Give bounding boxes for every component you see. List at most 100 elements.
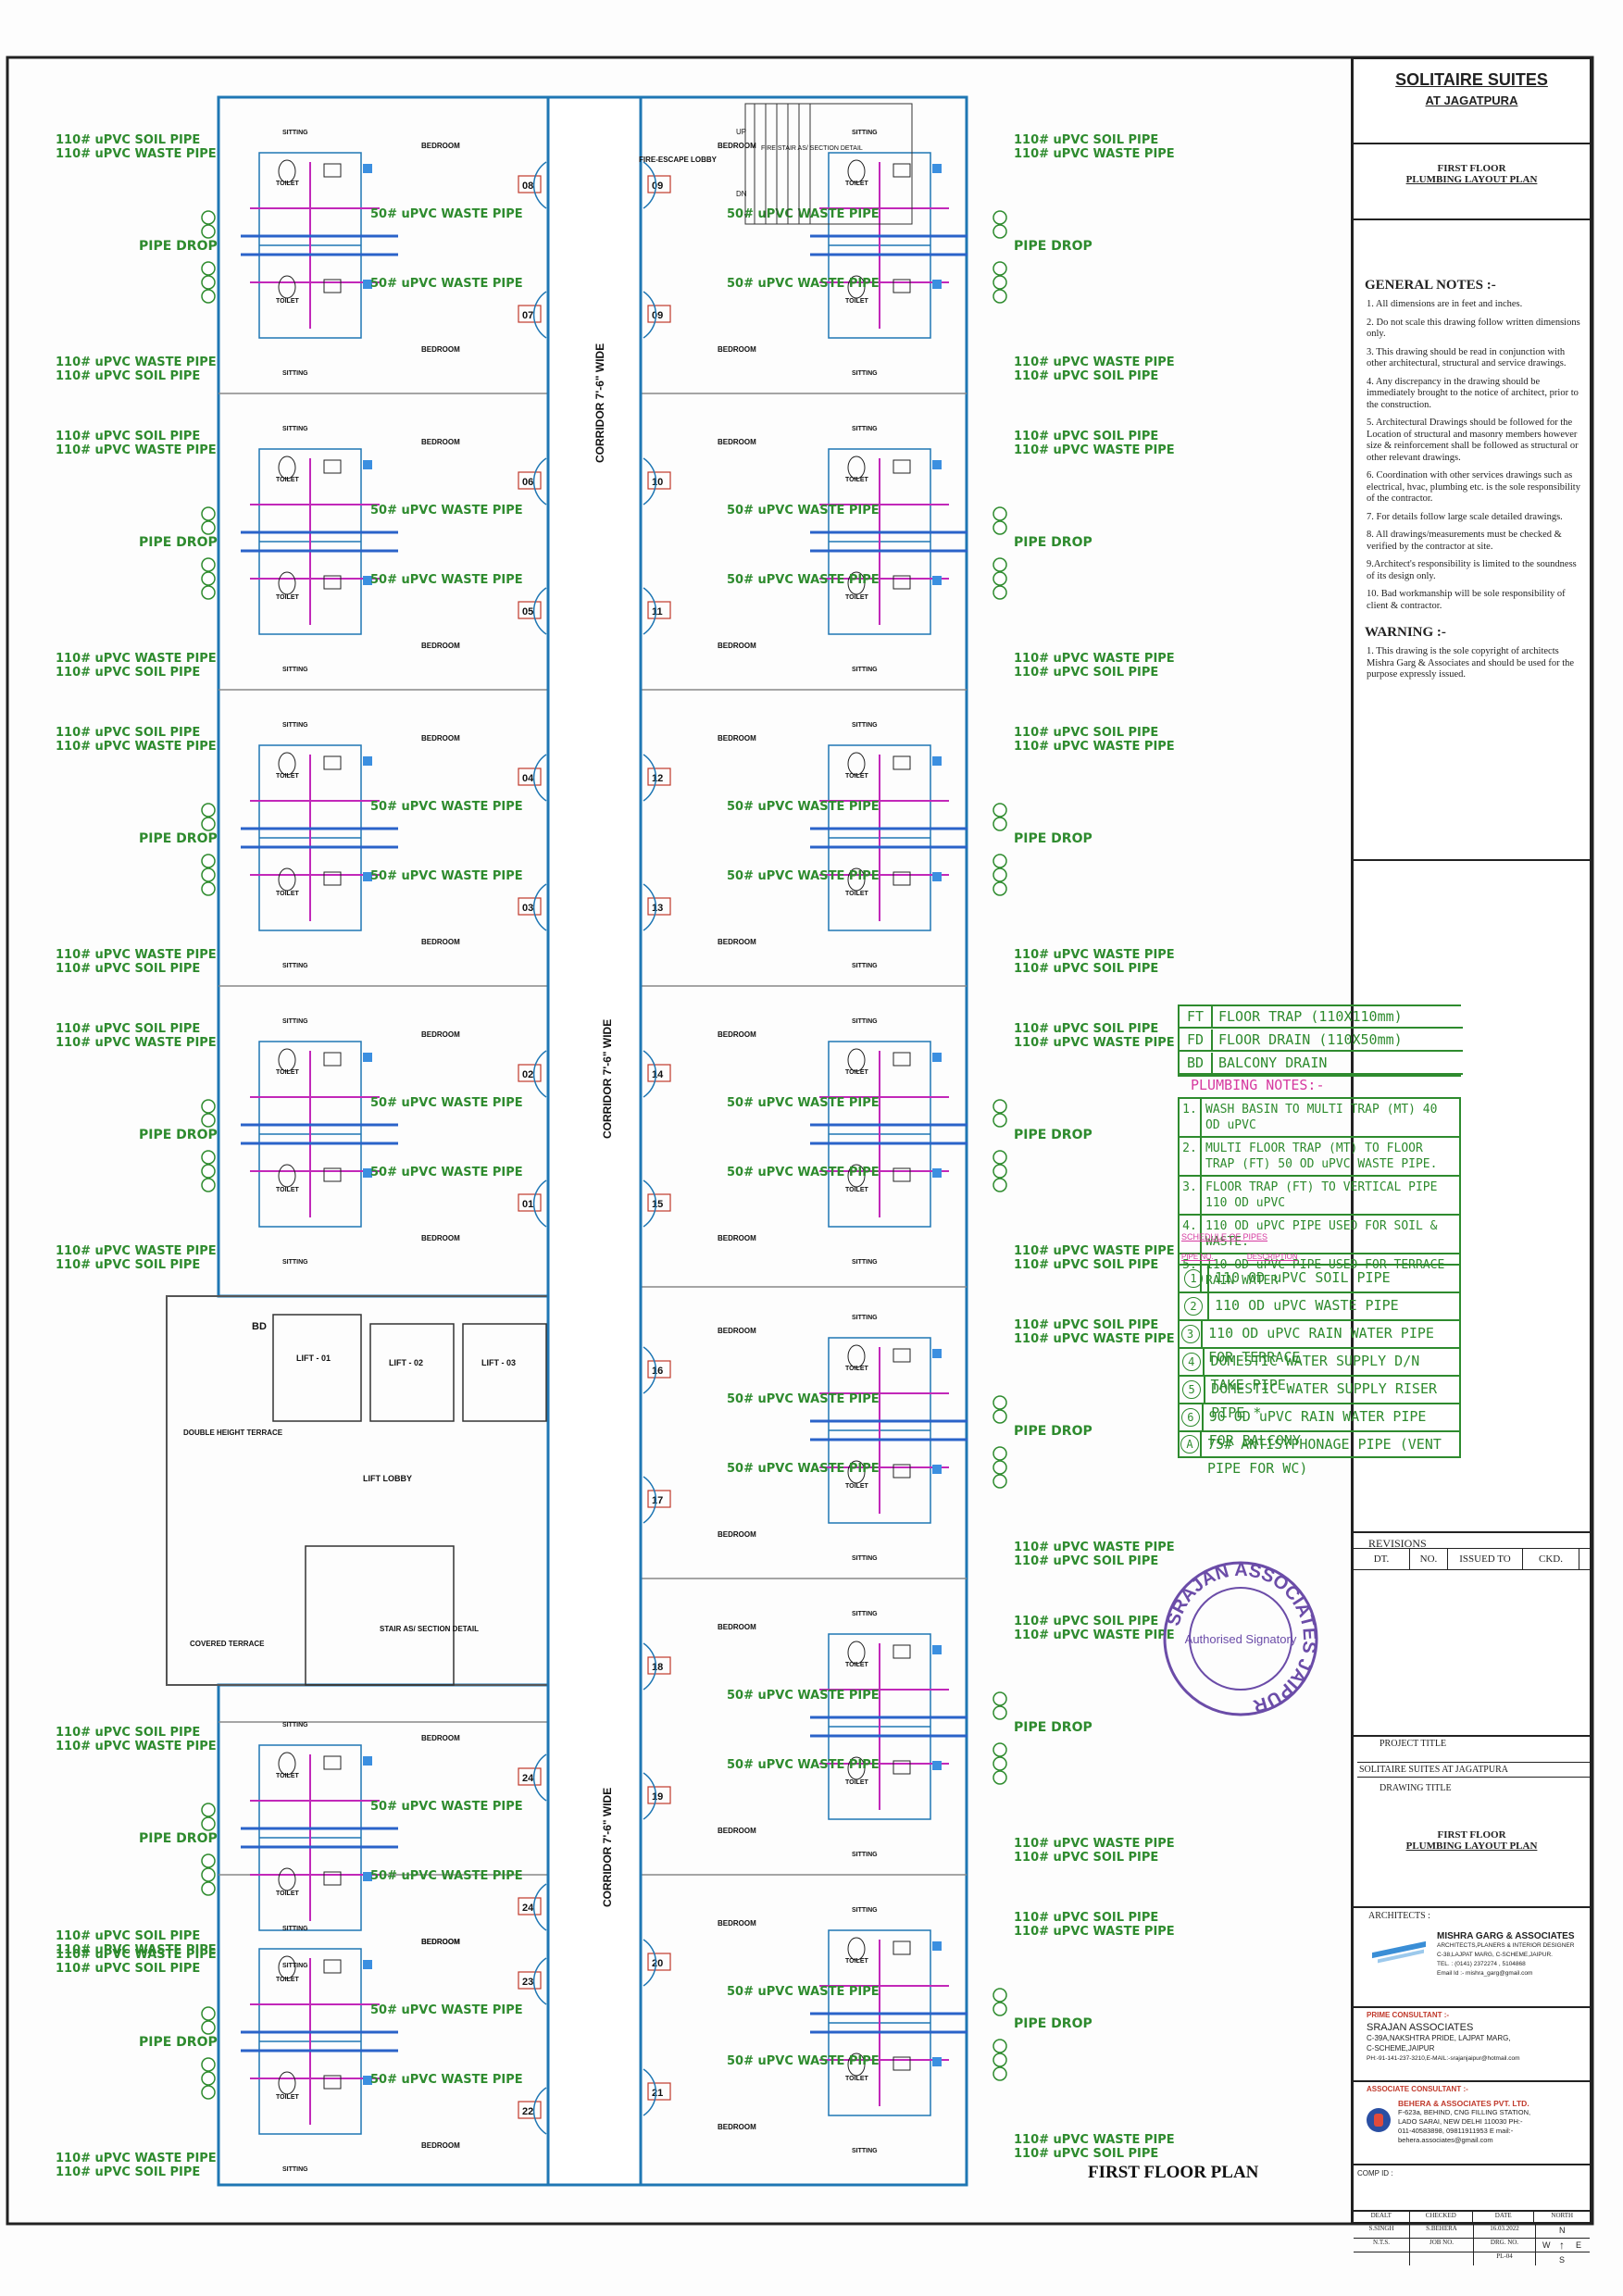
north-compass: N E S W ↑	[1542, 2226, 1589, 2268]
compass-n: N	[1559, 2226, 1566, 2235]
pipe-drop-label: PIPE DROP	[139, 535, 218, 550]
prime-consultant-details: SRAJAN ASSOCIATES C-39A,NAKSHTRA PRIDE, …	[1367, 2023, 1590, 2064]
waste-50-label: 50# uPVC WASTE PIPE	[727, 1985, 880, 1999]
soil-pipe-label: 110# uPVC SOIL PIPE	[1014, 430, 1158, 443]
waste-50-label: 50# uPVC WASTE PIPE	[727, 504, 880, 518]
pipe-drop-label: PIPE DROP	[1014, 831, 1092, 846]
waste-pipe-label: 110# uPVC WASTE PIPE	[1014, 1541, 1175, 1554]
pipe-callout-icon	[993, 210, 1007, 225]
pipe-callout-icon	[201, 224, 216, 239]
unit-number: 20	[652, 1958, 663, 1969]
bedroom-label: BEDROOM	[718, 1030, 756, 1039]
sitting-label: SITTING	[282, 722, 308, 729]
pipe-description: 75# ANTISYPHONAGE PIPE (VENT PIPE FOR WC…	[1207, 1436, 1442, 1477]
soil-pipe-label: 110# uPVC SOIL PIPE	[56, 666, 200, 680]
corridor-label: CORRIDOR 7'-6" WIDE	[601, 1019, 614, 1139]
unit-number: 06	[522, 477, 533, 488]
waste-50-label: 50# uPVC WASTE PIPE	[370, 573, 523, 587]
waste-50-label: 50# uPVC WASTE PIPE	[727, 277, 880, 291]
covered-terrace-label: COVERED TERRACE	[190, 1640, 265, 1648]
sitting-label: SITTING	[852, 1555, 878, 1562]
unit-number: 05	[522, 606, 533, 618]
revision-column-header: DT.	[1354, 1549, 1410, 1569]
job-label: JOB NO.	[1410, 2239, 1474, 2252]
bedroom-label: BEDROOM	[421, 142, 460, 150]
unit-number: 04	[522, 773, 534, 784]
unit-number: 17	[652, 1495, 663, 1506]
waste-50-label: 50# uPVC WASTE PIPE	[727, 1689, 880, 1703]
dn-label: DN	[736, 190, 747, 198]
drawing-title-line2: PLUMBING LAYOUT PLAN	[1405, 1841, 1538, 1852]
bedroom-label: BEDROOM	[718, 734, 756, 742]
pipe-callout-icon	[201, 557, 216, 572]
pipe-callout-icon	[201, 261, 216, 276]
pipe-callout-icon	[993, 1460, 1007, 1475]
sitting-label: SITTING	[852, 963, 878, 969]
bedroom-label: BEDROOM	[718, 438, 756, 446]
unit-pair: 0605BEDROOMBEDROOMSITTINGSITTINGTOILETTO…	[201, 426, 547, 673]
associate-consultant-name: BEHERA & ASSOCIATES PVT. LTD.	[1398, 2099, 1529, 2108]
sitting-label: SITTING	[282, 667, 308, 673]
project-title-label: PROJECT TITLE	[1380, 1739, 1447, 1749]
plumbing-note-item: 2.MULTI FLOOR TRAP (MT) TO FLOOR TRAP (F…	[1178, 1136, 1461, 1175]
waste-50-label: 50# uPVC WASTE PIPE	[727, 573, 880, 587]
toilet-label: TOILET	[845, 181, 868, 187]
checked-label: CHECKED	[1410, 2212, 1473, 2224]
prime-consultant-phone: PH:-91-141-237-3210,E-MAIL:-srajanjaipur…	[1367, 2055, 1520, 2062]
plumbing-note-number: 2.	[1180, 1138, 1202, 1175]
sitting-label: SITTING	[282, 1722, 308, 1728]
plumbing-note-text: MULTI FLOOR TRAP (MT) TO FLOOR TRAP (FT)…	[1205, 1142, 1438, 1171]
sitting-label: SITTING	[282, 1259, 308, 1266]
lift-core	[272, 1314, 547, 1686]
soil-pipe-label: 110# uPVC SOIL PIPE	[1014, 369, 1158, 383]
toilet-label: TOILET	[845, 1779, 868, 1786]
associate-email: behera.associates@gmail.com	[1398, 2136, 1493, 2144]
bd-label: BD	[252, 1321, 267, 1332]
pipe-callout-icon	[201, 1178, 216, 1192]
pipe-callout-icon	[201, 1853, 216, 1868]
corridor-label: CORRIDOR 7'-6" WIDE	[593, 343, 606, 463]
waste-pipe-label: 110# uPVC WASTE PIPE	[56, 1740, 217, 1753]
checked-value: S.BEHERA	[1410, 2225, 1474, 2238]
dealt-value: S.SINGH	[1354, 2225, 1410, 2238]
soil-pipe-label: 110# uPVC SOIL PIPE	[56, 1929, 200, 1943]
bedroom-label: BEDROOM	[718, 938, 756, 946]
corridor	[546, 95, 643, 2187]
unit-number: 14	[652, 1069, 664, 1080]
soil-pipe-label: 110# uPVC SOIL PIPE	[56, 1258, 200, 1272]
sitting-label: SITTING	[282, 2166, 308, 2173]
waste-50-label: 50# uPVC WASTE PIPE	[727, 869, 880, 883]
associate-logo	[1367, 2108, 1391, 2132]
pipe-number-icon: 4	[1180, 1349, 1205, 1375]
warning-text: 1. This drawing is the sole copyright of…	[1367, 646, 1575, 680]
sitting-label: SITTING	[852, 1611, 878, 1617]
drawing-header: FIRST FLOOR PLUMBING LAYOUT PLAN	[1354, 144, 1590, 220]
soil-pipe-label: 110# uPVC SOIL PIPE	[56, 1022, 200, 1036]
architect-logo	[1372, 1936, 1428, 1964]
pipe-callout-icon	[993, 1756, 1007, 1771]
toilet-label: TOILET	[845, 1187, 868, 1193]
pipe-callout-icon	[993, 1099, 1007, 1114]
pipe-description: 110 OD uPVC WASTE PIPE	[1215, 1297, 1399, 1314]
revisions-heading: REVISIONS	[1368, 1537, 1427, 1550]
unit-number: 13	[652, 903, 663, 914]
drawing-title: FIRST FLOOR	[1437, 163, 1506, 174]
prime-consultant-address-1: C-39A,NAKSHTRA PRIDE, LAJPAT MARG,	[1367, 2034, 1511, 2042]
general-note-item: 4. Any discrepancy in the drawing should…	[1367, 376, 1579, 410]
unit-pair: 1213BEDROOMBEDROOMSITTINGSITTINGTOILETTO…	[643, 722, 1007, 969]
soil-pipe-label: 110# uPVC SOIL PIPE	[1014, 1911, 1158, 1925]
sitting-label: SITTING	[852, 1907, 878, 1914]
compass-w: W	[1542, 2240, 1551, 2250]
waste-pipe-label: 110# uPVC WASTE PIPE	[56, 443, 217, 457]
soil-pipe-label: 110# uPVC SOIL PIPE	[1014, 1022, 1158, 1036]
waste-pipe-label: 110# uPVC WASTE PIPE	[56, 1036, 217, 1050]
waste-50-label: 50# uPVC WASTE PIPE	[727, 1096, 880, 1110]
architects-label: ARCHITECTS :	[1368, 1911, 1430, 1921]
sitting-label: SITTING	[852, 722, 878, 729]
toilet-label: TOILET	[845, 477, 868, 483]
sitting-label: SITTING	[852, 2148, 878, 2154]
pipe-callout-icon	[201, 854, 216, 868]
